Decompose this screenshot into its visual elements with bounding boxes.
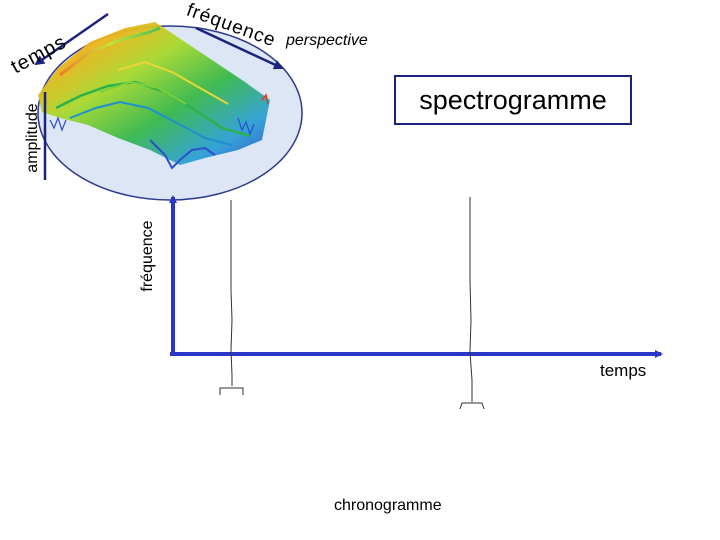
inset-frequency-arrow [195,26,284,70]
trace-line-right [469,197,473,402]
trace-line-left [230,200,233,386]
perspective-inset [34,12,303,201]
inset-amplitude-axis-label: amplitude [24,103,41,173]
trace-bracket-left [219,387,244,395]
frequency-axis-label: fréquence [139,220,156,292]
spectrogram-title: spectrogramme [394,75,632,125]
perspective-label: perspective [286,32,368,49]
trace-bracket-right [459,402,485,410]
waveform-label: chronogramme [334,497,442,514]
inset-time-arrow [34,12,109,66]
spectrogram-surface-3d [38,22,270,170]
time-axis-label: temps [600,361,647,380]
